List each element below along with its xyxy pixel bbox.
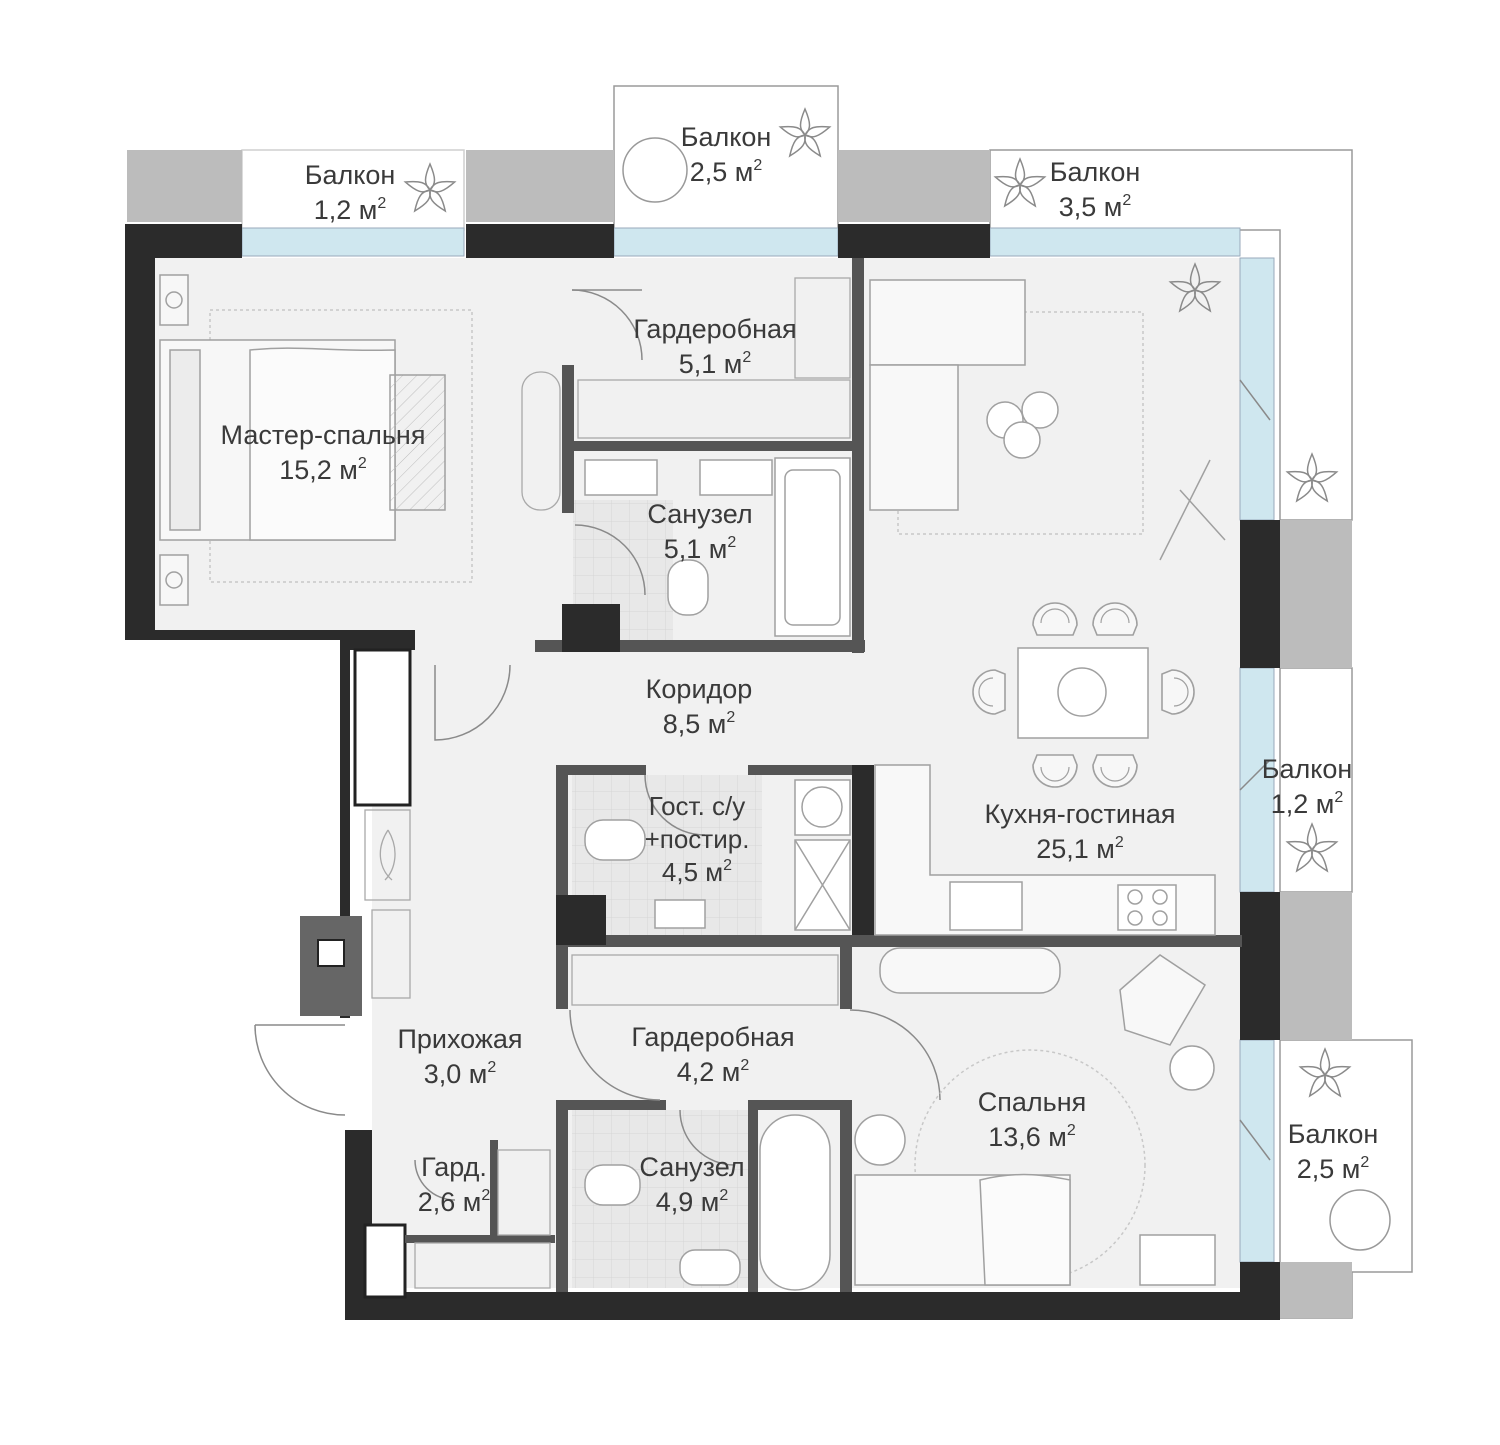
column	[838, 150, 990, 222]
room-name: Гард.	[421, 1152, 487, 1182]
room-area: 2,6 м2	[417, 1187, 491, 1217]
room-name: Прихожая	[397, 1024, 523, 1054]
room-name: Балкон	[1261, 754, 1353, 784]
room-name: Санузел	[639, 1152, 745, 1182]
room-label-wardrobe-1: Гардеробная 5,1 м2	[633, 312, 796, 382]
room-area: 2,5 м2	[689, 157, 763, 187]
room-name: Спальня	[977, 1087, 1087, 1117]
room-label-balcony-5: Балкон 2,5 м2	[1288, 1117, 1379, 1187]
room-area: 3,5 м2	[1058, 192, 1132, 222]
room-name: Балкон	[680, 122, 772, 152]
room-name: Коридор	[645, 674, 753, 704]
room-area: 3,0 м2	[423, 1059, 497, 1089]
door-swings	[254, 289, 1271, 1201]
room-area: 4,2 м2	[676, 1057, 750, 1087]
room-name: Гардеробная	[631, 1022, 795, 1052]
column	[127, 150, 242, 222]
room-name: Мастер-спальня	[220, 420, 426, 450]
interior-walls	[405, 258, 1242, 1292]
balcony-4-floor	[1279, 667, 1353, 893]
room-name: Балкон	[1287, 1119, 1379, 1149]
room-label-balcony-2: Балкон 2,5 м2	[681, 120, 772, 190]
room-area: 4,9 м2	[655, 1187, 729, 1217]
room-label-bathroom-1: Санузел 5,1 м2	[647, 497, 752, 567]
room-label-bathroom-2: Санузел 4,9 м2	[639, 1150, 744, 1220]
column	[1280, 892, 1352, 1040]
kitchen-living-furniture	[869, 279, 1226, 936]
master-bed	[159, 274, 473, 606]
room-label-balcony-4: Балкон 1,2 м2	[1262, 752, 1353, 822]
balcony-chair	[622, 137, 688, 203]
room-area: 25,1 м2	[1036, 834, 1124, 864]
room-name: Санузел	[647, 499, 753, 529]
room-area: 1,2 м2	[313, 195, 387, 225]
room-area: 1,2 м2	[1270, 789, 1344, 819]
windows	[241, 227, 1275, 1263]
room-label-bedroom: Спальня 13,6 м2	[978, 1085, 1087, 1155]
plant-icons	[403, 108, 1391, 1251]
wardrobe-shelving	[371, 277, 851, 1289]
room-label-kitchen-living: Кухня-гостиная 25,1 м2	[984, 797, 1175, 867]
room-label-wardrobe-2: Гардеробная 4,2 м2	[631, 1020, 794, 1090]
room-name: Кухня-гостиная	[984, 799, 1176, 829]
room-label-corridor: Коридор 8,5 м2	[646, 672, 753, 742]
room-label-closet: Гард. 2,6 м2	[418, 1150, 491, 1220]
room-area: 13,6 м2	[988, 1122, 1076, 1152]
room-label-hallway: Прихожая 3,0 м2	[397, 1022, 522, 1092]
room-name: Гардеробная	[633, 314, 797, 344]
room-area: 2,5 м2	[1296, 1154, 1370, 1184]
interior-floor	[155, 258, 1240, 1288]
column	[466, 150, 614, 222]
room-name: Балкон	[304, 160, 396, 190]
hallway-decor	[364, 809, 411, 901]
room-name-2: +постир.	[644, 824, 750, 854]
balcony-2-floor	[613, 85, 839, 231]
room-area: 15,2 м2	[279, 455, 367, 485]
room-label-master-bedroom: Мастер-спальня 15,2 м2	[221, 418, 426, 488]
room-area: 8,5 м2	[662, 709, 736, 739]
room-label-balcony-1: Балкон 1,2 м2	[305, 158, 396, 228]
bath-fixtures	[584, 457, 851, 1291]
balconies	[127, 85, 1413, 1319]
room-area: 5,1 м2	[678, 349, 752, 379]
room-name: Балкон	[1049, 157, 1141, 187]
room-name: Гост. с/у	[648, 791, 746, 821]
room-area: 5,1 м2	[663, 534, 737, 564]
room-label-guest-wc: Гост. с/у +постир. 4,5 м2	[645, 790, 750, 889]
room-label-balcony-3: Балкон 3,5 м2	[1050, 155, 1141, 225]
column	[1280, 520, 1352, 668]
risers	[300, 648, 412, 1299]
bedroom-furniture	[854, 947, 1216, 1286]
column	[1280, 1262, 1352, 1318]
room-area: 4,5 м2	[661, 857, 733, 887]
